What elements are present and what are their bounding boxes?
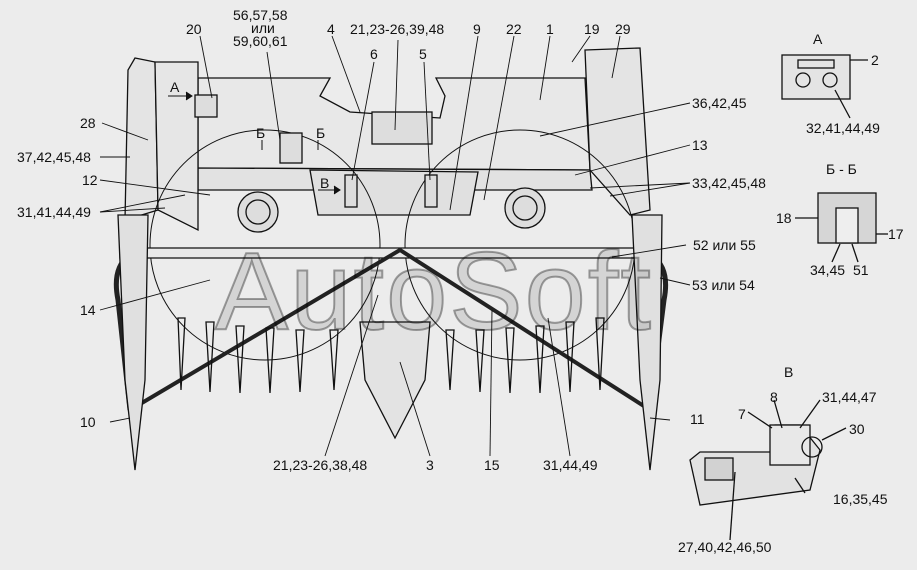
callout-6: 6 [370,46,378,62]
callout-10: 10 [80,414,96,430]
callout-21-bottom: 21,23-26,38,48 [273,457,368,473]
right-divider [631,214,663,471]
callout-19: 19 [584,21,600,37]
callout-14: 14 [80,302,96,318]
callout-9: 9 [473,21,481,37]
callout-33-42-45-48: 33,42,45,48 [692,175,766,191]
callout-22: 22 [506,21,522,37]
callout-31-44-49: 31,44,49 [543,457,598,473]
callout-56-57-58: 56,57,58 [233,7,288,23]
left-side-panel [124,57,159,221]
callout-1: 1 [546,21,554,37]
right-side-panel [584,47,651,216]
callout-53-ili-54: 53 или 54 [692,277,755,293]
left-pulley [237,191,279,233]
callout-36-42-45: 36,42,45 [692,95,747,111]
left-rotor [149,129,381,361]
view-a-detail [781,54,868,119]
view-a-callout-32: 32,41,44,49 [806,120,880,136]
callout-29: 29 [615,21,631,37]
view-bb-callout-34-45: 34,45 [810,262,846,278]
view-arrow-v: В [320,175,330,191]
section-arrow-b-left: Б [256,125,266,141]
view-bb-callout-51: 51 [853,262,869,278]
view-a-title: А [813,31,823,47]
view-v-title: В [784,364,794,380]
section-arrow-b-right: Б [316,125,326,141]
callout-21-top: 21,23-26,39,48 [350,21,445,37]
right-fingers [445,317,605,394]
center-divider [359,321,431,440]
view-bb-detail [795,192,888,263]
view-v-callout-27: 27,40,42,46,50 [678,539,772,555]
callout-20: 20 [186,21,202,37]
left-divider [117,214,149,471]
callout-11: 11 [690,411,705,427]
right-pulley [504,187,546,229]
callout-59-60-61: 59,60,61 [233,33,288,49]
callout-52-ili-55: 52 или 55 [693,237,756,253]
view-arrow-a: А [170,79,180,95]
callout-15: 15 [484,457,500,473]
view-a-callout-2: 2 [871,52,879,68]
callout-ili: или [251,20,275,36]
callout-31-41-44-49: 31,41,44,49 [17,204,91,220]
view-v-callout-8: 8 [770,389,778,405]
callout-12: 12 [82,172,98,188]
guard-frame [128,247,652,412]
callout-37-42-45-48: 37,42,45,48 [17,149,91,165]
view-v-detail [689,399,847,541]
callout-5: 5 [419,46,427,62]
view-v-callout-7: 7 [738,406,746,422]
view-bb-title: Б - Б [826,161,857,177]
left-fingers [177,317,339,394]
view-v-callout-16-35-45: 16,35,45 [833,491,888,507]
view-v-callout-30: 30 [849,421,865,437]
callout-13: 13 [692,137,708,153]
view-v-callout-31-44-47: 31,44,47 [822,389,877,405]
view-bb-callout-17: 17 [888,226,904,242]
callout-4: 4 [327,21,335,37]
view-bb-callout-18: 18 [776,210,792,226]
watermark: AutoSoft [214,229,653,354]
callout-28: 28 [80,115,96,131]
callout-3: 3 [426,457,434,473]
